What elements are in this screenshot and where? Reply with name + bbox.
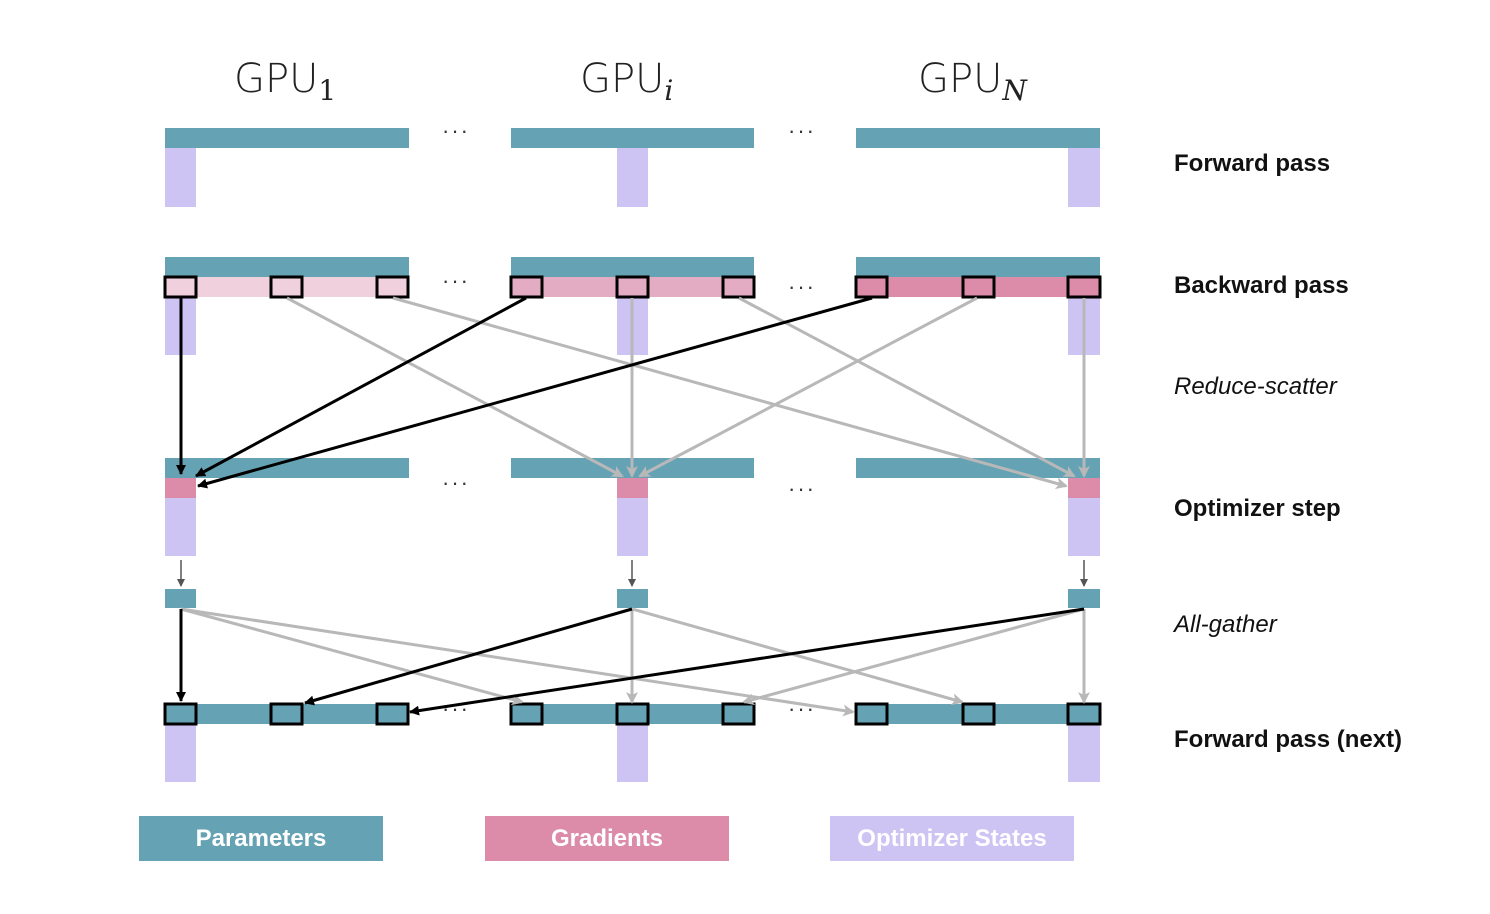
optimizer-step-row — [165, 458, 1100, 556]
gpu1-parameters-bar — [165, 128, 409, 148]
parameter-shard-box — [163, 702, 198, 726]
reduce-scatter-arrows — [286, 296, 1090, 490]
gpui-updated-shard — [617, 589, 648, 608]
gpu1-optimizer-state — [165, 148, 196, 207]
parameter-shard-box — [721, 702, 756, 726]
all-gather-arrow — [180, 607, 524, 706]
gradient-shard-box — [375, 275, 410, 299]
reduce-scatter-arrow — [738, 296, 1076, 478]
gpu1-parameters-bar — [165, 458, 409, 478]
gpuN-updated-shard — [1068, 589, 1100, 608]
parameter-shard-box — [269, 702, 304, 726]
gpu-i-title: GPUi — [580, 56, 674, 107]
forward-pass-row — [165, 128, 1100, 207]
gpuN-optimizer-state — [1068, 724, 1100, 782]
reduce-scatter-highlight-arrows — [176, 296, 873, 489]
ellipsis: ··· — [788, 696, 816, 721]
parameter-shard-box — [961, 702, 996, 726]
stage-label-forward: Forward pass — [1174, 150, 1331, 177]
stage-label-all-gather: All-gather — [1174, 611, 1277, 638]
gpu1-optimizer-state — [165, 724, 196, 782]
ellipsis: ··· — [788, 476, 816, 501]
updated-shards-row — [165, 560, 1100, 608]
gradient-shard-box — [1066, 275, 1102, 299]
all-gather-arrow-highlight — [304, 607, 633, 706]
gpui-optimizer-state — [617, 148, 648, 207]
gradient-shard-box — [163, 275, 198, 299]
ellipsis: ··· — [442, 470, 470, 495]
all-gather-arrow — [742, 607, 1085, 706]
legend-optimizer-states: Optimizer States — [830, 816, 1074, 861]
stage-label-backward: Backward pass — [1174, 272, 1349, 299]
legend-parameters: Parameters — [139, 816, 383, 861]
ellipsis: ··· — [442, 118, 470, 143]
stage-label-optimizer: Optimizer step — [1174, 495, 1341, 522]
parameter-shard-box — [1066, 702, 1102, 726]
gpu-1-title: GPU1 — [234, 56, 337, 107]
parameter-shard-box — [854, 702, 889, 726]
all-gather-arrows — [180, 607, 1090, 717]
gpui-parameters-bar — [511, 128, 754, 148]
ellipsis: ··· — [788, 274, 816, 299]
reduce-scatter-arrow — [638, 296, 978, 478]
gradient-shard-box — [615, 275, 650, 299]
gpu1-gradients-bar — [165, 277, 409, 297]
gpui-optimizer-state — [617, 724, 648, 782]
gpuN-optimizer-state — [1068, 498, 1100, 556]
all-gather-arrow-highlight — [409, 607, 1085, 716]
gpui-optimizer-state — [617, 498, 648, 556]
all-gather-arrow — [180, 607, 855, 717]
parameter-shard-box — [615, 702, 650, 726]
ellipsis: ··· — [442, 268, 470, 293]
gpui-parameters-bar — [511, 704, 754, 724]
gpuN-parameters-bar — [856, 704, 1100, 724]
gradient-shard-box — [269, 275, 304, 299]
legend-gradients: Gradients — [485, 816, 729, 861]
reduce-scatter-arrow-highlight — [195, 296, 527, 478]
gradient-shard-box — [961, 275, 996, 299]
gpu1-parameters-bar — [165, 257, 409, 277]
ellipsis: ··· — [788, 118, 816, 143]
gpui-parameters-bar — [511, 257, 754, 277]
parameter-shard-box — [509, 702, 544, 726]
gpuN-parameters-bar — [856, 128, 1100, 148]
ellipsis: ··· — [442, 696, 470, 721]
gpuN-parameters-bar — [856, 257, 1100, 277]
gpui-gradients-bar — [511, 277, 754, 297]
all-gather-highlight-arrows — [176, 607, 1085, 716]
gradient-shard-box — [721, 275, 756, 299]
reduce-scatter-arrow-highlight — [197, 296, 873, 489]
gpuN-parameters-bar — [856, 458, 1100, 478]
gpuN-gradient-shard — [1068, 478, 1100, 498]
all-gather-arrow — [631, 607, 964, 706]
stage-label-forward-next: Forward pass (next) — [1174, 726, 1403, 753]
reduce-scatter-arrow — [392, 296, 1068, 490]
gpu1-updated-shard — [165, 589, 196, 608]
stage-label-reduce-scatter: Reduce-scatter — [1174, 373, 1337, 400]
gpuN-optimizer-state — [1068, 148, 1100, 207]
gradient-shard-box — [509, 275, 544, 299]
gpu1-parameters-bar — [165, 704, 409, 724]
gpui-gradient-shard — [617, 478, 648, 498]
gpu-n-title: GPUN — [918, 56, 1027, 107]
gpu1-optimizer-state — [165, 498, 196, 556]
reduce-scatter-arrow — [286, 296, 624, 478]
parameter-shard-box — [375, 702, 410, 726]
forward-next-row — [163, 702, 1102, 782]
gpu1-gradient-shard — [165, 478, 196, 498]
gpuN-gradients-bar — [856, 277, 1100, 297]
